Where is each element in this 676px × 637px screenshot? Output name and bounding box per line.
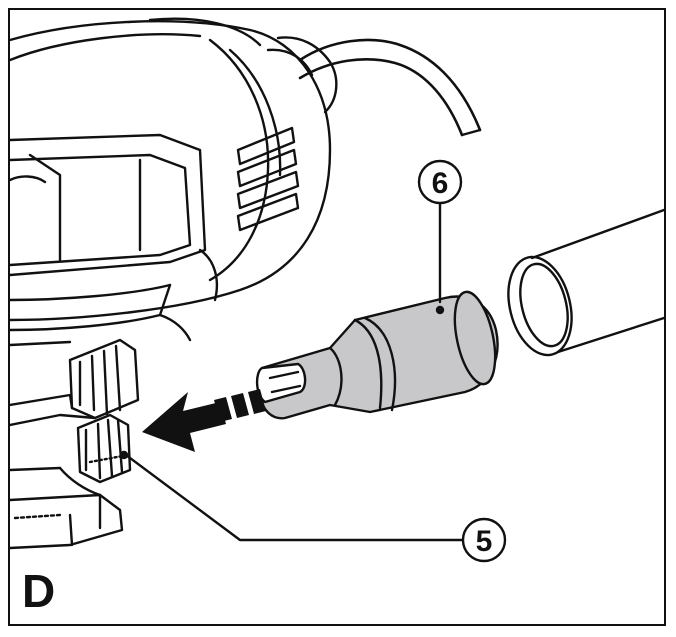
callout-6-number: 6 <box>432 167 449 200</box>
callout-5 <box>461 517 507 563</box>
insertion-arrow <box>142 389 266 452</box>
leader-dot-5 <box>119 450 129 460</box>
dust-extraction-port <box>76 413 132 484</box>
leader-dot-6 <box>435 305 445 315</box>
leader-line-5 <box>124 453 464 542</box>
jigsaw-body <box>10 17 332 347</box>
vacuum-adapter <box>255 290 499 420</box>
callout-5-number: 5 <box>476 525 493 558</box>
figure-label: D <box>22 565 56 617</box>
jigsaw-base <box>10 338 140 550</box>
vacuum-hose <box>507 208 664 357</box>
power-cord <box>266 36 482 137</box>
callout-6 <box>417 159 463 205</box>
